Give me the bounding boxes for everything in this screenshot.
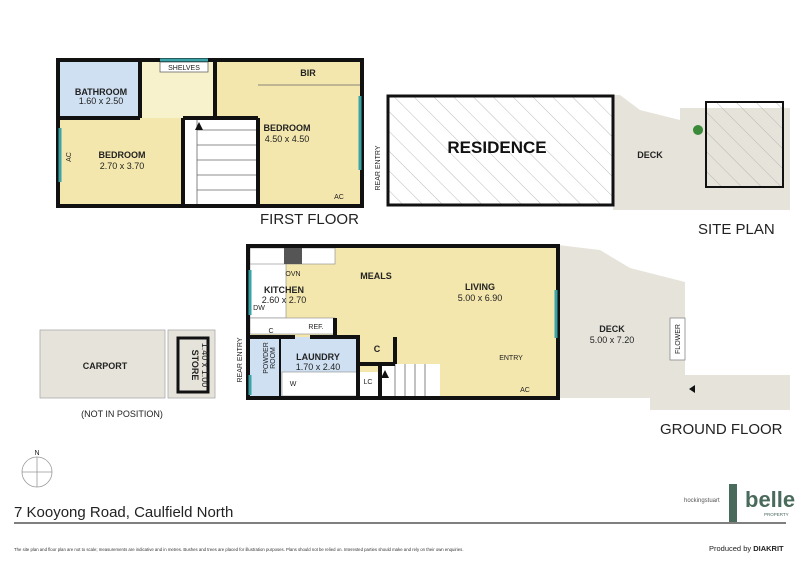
produced-by: Produced by DIAKRIT xyxy=(709,544,784,553)
bathroom-label: BATHROOM xyxy=(75,87,127,97)
ground-floor-plan: OVN MEALS LIVING 5.00 x 6.90 KITCHEN 2.6… xyxy=(39,244,790,438)
ground-floor-title: GROUND FLOOR xyxy=(660,421,783,438)
fridge-label: REF. xyxy=(308,324,323,331)
belle-property-text: PROPERTY xyxy=(764,512,789,517)
north-arrow: N xyxy=(21,450,53,488)
cupboard-label: C xyxy=(268,328,273,335)
rear-entry-label: REAR ENTRY xyxy=(237,337,244,382)
bathroom-size: 1.60 x 2.50 xyxy=(79,96,124,106)
shelves-label: SHELVES xyxy=(168,65,200,72)
not-in-position-note: (NOT IN POSITION) xyxy=(81,409,163,419)
powder-room-label: ROOM xyxy=(270,347,277,369)
washer-label: W xyxy=(290,381,297,388)
oven-label: OVN xyxy=(285,271,300,278)
meals-label: MEALS xyxy=(360,271,392,281)
north-label: N xyxy=(34,450,39,457)
cupboard-label: C xyxy=(374,344,381,354)
dishwasher-label: DW xyxy=(253,305,265,312)
main-bedroom-size: 4.50 x 4.50 xyxy=(265,134,310,144)
first-floor-title: FIRST FLOOR xyxy=(260,211,359,228)
ac-label: AC xyxy=(334,194,344,201)
linen-cupboard-label: LC xyxy=(364,379,373,386)
address: 7 Kooyong Road, Caulfield North xyxy=(14,504,233,521)
bedroom-label: BEDROOM xyxy=(99,150,146,160)
carport-label: CARPORT xyxy=(83,361,128,371)
site-deck-label: DECK xyxy=(637,150,663,160)
store-size: 1.40 x 1.00 xyxy=(200,343,210,388)
site-plan-title: SITE PLAN xyxy=(698,221,775,238)
store xyxy=(176,336,210,394)
residence-label: RESIDENCE xyxy=(447,138,546,157)
stairs xyxy=(183,118,258,204)
ac-label: AC xyxy=(66,152,73,162)
kitchen-size: 2.60 x 2.70 xyxy=(262,295,307,305)
deck-size: 5.00 x 7.20 xyxy=(590,335,635,345)
hockingstuart-logo: hockingstuart xyxy=(684,498,720,504)
store-label: STORE xyxy=(190,350,200,381)
main-bedroom-label: BEDROOM xyxy=(264,123,311,133)
rear-entry-label: REAR ENTRY xyxy=(375,145,382,190)
kitchen-label: KITCHEN xyxy=(264,285,304,295)
bathroom xyxy=(60,62,140,118)
laundry-size: 1.70 x 2.40 xyxy=(296,362,341,372)
living-size: 5.00 x 6.90 xyxy=(458,293,503,303)
residence xyxy=(386,94,615,207)
powder-room-label: POWDER xyxy=(263,342,270,374)
carport xyxy=(39,329,166,399)
living-label: LIVING xyxy=(465,282,495,292)
bir-label: BIR xyxy=(300,68,316,78)
bedroom-size: 2.70 x 3.70 xyxy=(100,161,145,171)
entry-label: ENTRY xyxy=(499,355,523,362)
agency-logos: hockingstuart belle PROPERTY xyxy=(684,484,795,522)
belle-logo: belle xyxy=(745,487,795,512)
site-plan: RESIDENCE DECK SITE PLAN xyxy=(386,94,790,238)
laundry-label: LAUNDRY xyxy=(296,352,340,362)
deck-label: DECK xyxy=(599,324,625,334)
ac-label: AC xyxy=(520,387,530,394)
flower-bed-label: FLOWER xyxy=(675,324,682,354)
first-floor-plan: BATHROOM 1.60 x 2.50 SHELVES BIR BEDROOM… xyxy=(56,58,382,228)
disclaimer: The site plan and floor plan are not to … xyxy=(14,547,464,552)
